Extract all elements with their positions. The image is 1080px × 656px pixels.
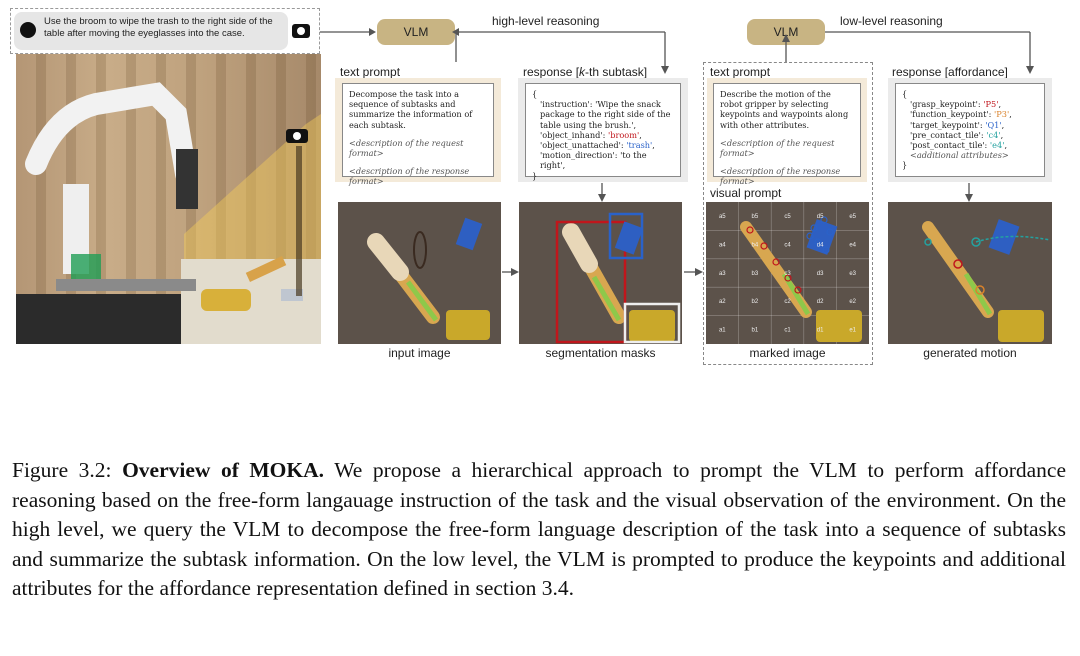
- hl-resp-open: {: [532, 89, 538, 99]
- ll-resp-open: {: [902, 89, 908, 99]
- instruction-text: Use the broom to wipe the trash to the r…: [44, 16, 273, 39]
- generated-motion-image: [888, 202, 1052, 344]
- hl-response-panel: { 'instruction': 'Wipe the snack package…: [518, 78, 688, 182]
- ll-resp-function: 'function_keypoint': 'P3',: [910, 109, 1012, 120]
- arrow-response-to-seg: [598, 183, 606, 202]
- arrow-affordance-to-motion: [965, 183, 973, 202]
- caption-title: Overview of MOKA.: [122, 458, 325, 482]
- grid-tile-label: b1: [752, 328, 759, 334]
- segmentation-caption: segmentation masks: [545, 346, 656, 360]
- ll-response-panel: { 'grasp_keypoint': 'P5', 'function_keyp…: [888, 78, 1052, 182]
- input-image: [338, 202, 501, 344]
- marked-image: a5 b5 c5 d5 e5 a4 b4 c4 d4 e4 a3 b3 c3 d3 e3 a2 b2 c2 d2 e2…: [706, 202, 869, 344]
- grid-tile-label: e4: [849, 242, 856, 248]
- grid-tile-label: d1: [817, 328, 824, 334]
- hl-text-prompt-label: text prompt: [340, 65, 401, 79]
- grid-tile-label: c5: [784, 214, 791, 220]
- ll-text-prompt-content: Describe the motion of the robot gripper…: [713, 83, 861, 186]
- vlm-high-box: VLM: [377, 19, 455, 45]
- grid-tile-label: b2: [752, 299, 759, 305]
- high-level-arrows: [320, 28, 669, 74]
- arrow-seg-to-marked: [684, 268, 703, 276]
- hl-resp-object-unattached: 'object_unattached': 'trash',: [540, 140, 655, 151]
- grid-tile-label: e5: [849, 214, 856, 220]
- hl-response-content: { 'instruction': 'Wipe the snack package…: [525, 83, 681, 181]
- hl-response-format: <description of the response format>: [349, 166, 470, 187]
- marked-image-caption: marked image: [749, 346, 826, 360]
- grid-tile-label: a3: [719, 271, 726, 277]
- generated-motion-caption: generated motion: [923, 346, 1017, 360]
- ll-response-content: { 'grasp_keypoint': 'P5', 'function_keyp…: [895, 83, 1045, 177]
- segmentation-image: [519, 202, 682, 344]
- grid-tile-label: d2: [817, 299, 824, 305]
- hl-resp-close: }: [532, 170, 538, 181]
- grid-tile-label: c2: [784, 299, 791, 305]
- marked-image-grid: a5 b5 c5 d5 e5 a4 b4 c4 d4 e4 a3 b3 c3 d3 e3 a2 b2 c2 d2 e2…: [706, 202, 869, 344]
- grid-tile-label: c1: [784, 328, 791, 334]
- grid-tile-label: d3: [817, 271, 824, 277]
- ll-text-prompt-label: text prompt: [710, 65, 771, 79]
- camera-icon: [292, 24, 310, 38]
- robot-scene: [16, 82, 321, 344]
- arrow-input-to-seg: [502, 268, 519, 276]
- ll-prompt-body: Describe the motion of the robot gripper…: [720, 89, 849, 130]
- user-icon: [20, 22, 36, 38]
- figure-caption: Figure 3.2: Overview of MOKA. We propose…: [12, 456, 1066, 604]
- grid-tile-label: c4: [784, 242, 791, 248]
- caption-prefix: Figure 3.2:: [12, 458, 123, 482]
- grid-tile-label: a1: [719, 328, 726, 334]
- ll-resp-close: }: [902, 160, 908, 171]
- grid-tile-label: b3: [752, 271, 759, 277]
- hl-resp-object-inhand: 'object_inhand': 'broom',: [540, 129, 642, 140]
- hl-text-prompt-panel: Decompose the task into a sequence of su…: [335, 78, 501, 186]
- hl-request-format: <description of the request format>: [349, 137, 464, 159]
- grid-tile-label: a2: [719, 299, 726, 305]
- high-level-reasoning-label: high-level reasoning: [492, 14, 600, 28]
- grid-tile-label: a4: [719, 242, 726, 248]
- ll-response-format: <description of the response format>: [720, 166, 841, 187]
- grid-tile-label: d4: [817, 242, 824, 248]
- robot-photo: [16, 54, 321, 344]
- grid-tile-label: e3: [849, 271, 856, 277]
- hl-resp-instruction: 'instruction': 'Wipe the snack package t…: [540, 99, 671, 130]
- grid-tile-label: b4: [752, 242, 759, 248]
- ll-resp-grasp: 'grasp_keypoint': 'P5',: [910, 99, 1002, 110]
- hl-response-label: response [k-th subtask]: [523, 65, 648, 79]
- ll-resp-target: 'target_keypoint': 'Q1',: [910, 119, 1005, 130]
- grid-tile-label: d5: [817, 214, 824, 220]
- input-image-caption: input image: [388, 346, 451, 360]
- ll-text-prompt-panel: Describe the motion of the robot gripper…: [707, 78, 867, 186]
- instruction-bubble: [14, 12, 288, 50]
- ll-response-label: response [affordance]: [892, 65, 1008, 79]
- low-level-input-region: [703, 62, 873, 365]
- caption-body: We propose a hierarchical approach to pr…: [12, 458, 1067, 600]
- grid-tile-label: c3: [784, 271, 791, 277]
- grid-tile-label: a5: [719, 214, 726, 220]
- low-level-arrows: [782, 31, 1034, 74]
- visual-prompt-label: visual prompt: [710, 186, 782, 200]
- grid-tile-label: e2: [849, 299, 856, 305]
- low-level-reasoning-label: low-level reasoning: [840, 14, 943, 28]
- hl-prompt-body: Decompose the task into a sequence of su…: [349, 89, 473, 130]
- ll-resp-additional: <additional attributes>: [910, 150, 1009, 161]
- hl-resp-motion-direction: 'motion_direction': 'to the right',: [540, 150, 647, 171]
- hl-text-prompt-content: Decompose the task into a sequence of su…: [342, 83, 494, 186]
- grid-tile-label: b5: [752, 214, 759, 220]
- ll-resp-post: 'post_contact_tile': 'e4',: [910, 140, 1008, 151]
- grid-tile-label: e1: [849, 328, 856, 334]
- ll-request-format: <description of the request format>: [720, 137, 835, 159]
- ll-resp-pre: 'pre_contact_tile': 'c4',: [910, 129, 1004, 140]
